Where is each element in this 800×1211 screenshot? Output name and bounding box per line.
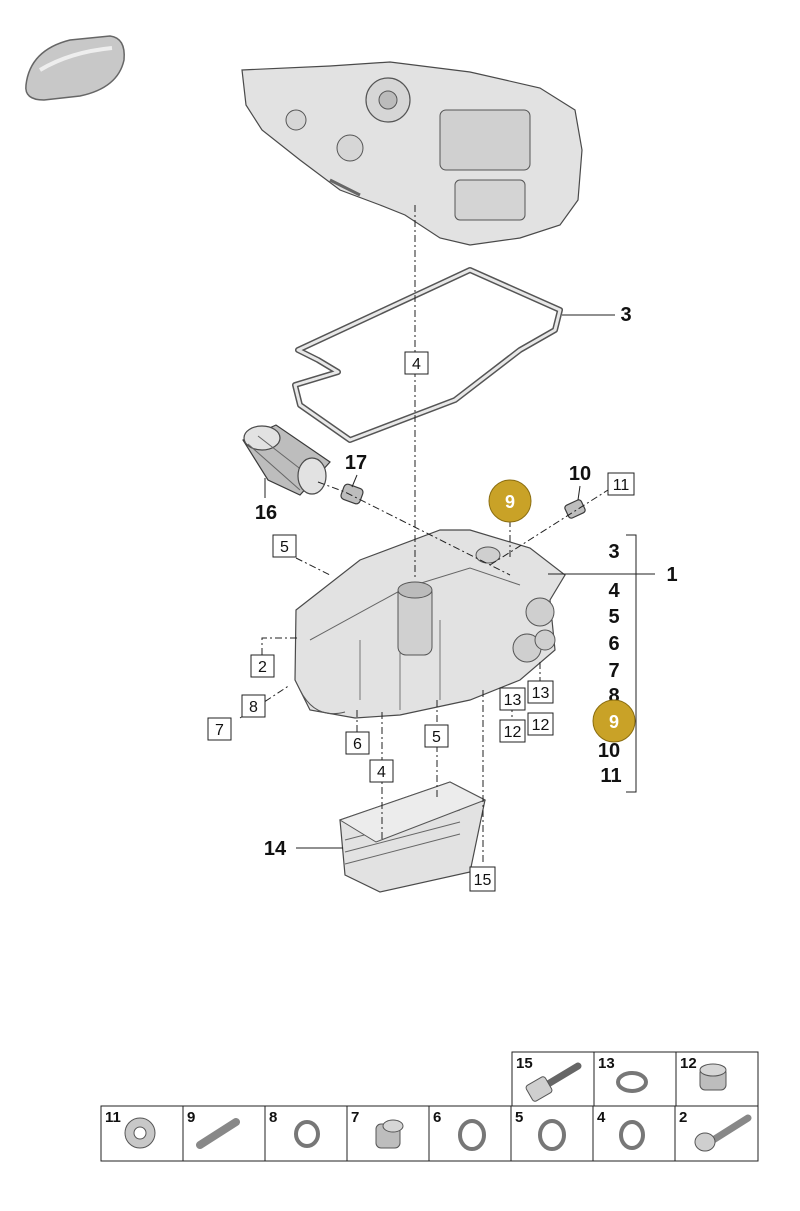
parts-table-cell-5[interactable]: 5 [510,1105,594,1162]
svg-text:8: 8 [249,699,258,716]
callout-box-5-left: 5 [272,534,297,558]
svg-text:8: 8 [269,1109,277,1126]
callout-16: 16 [255,502,277,524]
parts-table-cell-2[interactable]: 2 [674,1105,759,1162]
parts-table-cell-15[interactable]: 15 [511,1051,595,1107]
svg-text:5: 5 [280,539,289,556]
parts-table-cell-9[interactable]: 9 [182,1105,266,1162]
oil-pan-gasket-illustration [292,267,563,443]
list-item: 4 [608,580,620,602]
list-item: 5 [608,606,619,628]
callout-box-4-bottom: 4 [369,759,394,783]
assembly-contents-list: 3 4 5 6 7 8 10 11 [598,541,622,787]
parts-table-cell-6[interactable]: 6 [428,1105,512,1162]
callout-box-8: 8 [241,694,266,718]
svg-text:12: 12 [504,724,522,741]
parts-table-cell-8[interactable]: 8 [264,1105,348,1162]
svg-text:6: 6 [353,736,362,753]
callout-box-15: 15 [469,866,496,892]
oil-cooler-illustration [338,781,487,893]
parts-table-cell-12[interactable]: 12 [675,1051,759,1107]
svg-text:7: 7 [351,1109,359,1126]
parts-table-cell-7[interactable]: 7 [346,1105,430,1162]
callout-box-7: 7 [207,717,232,741]
svg-text:5: 5 [515,1109,523,1126]
svg-text:7: 7 [215,722,224,739]
callout-box-2: 2 [250,654,275,678]
callout-box-11: 11 [607,472,635,496]
svg-text:4: 4 [597,1109,606,1126]
svg-text:11: 11 [105,1109,121,1126]
svg-text:12: 12 [532,717,550,734]
svg-text:11: 11 [613,477,630,494]
callout-box-12-right: 12 [527,712,554,736]
svg-text:2: 2 [258,659,267,676]
list-item: 11 [600,765,621,787]
seal-ring-icon [458,1119,486,1151]
vehicle-thumbnail-icon [25,35,125,101]
callout-box-13-right: 13 [527,680,554,704]
parts-table-cell-4[interactable]: 4 [592,1105,676,1162]
svg-text:6: 6 [433,1109,441,1126]
bolt-icon [694,1114,752,1152]
svg-text:13: 13 [598,1055,615,1072]
oil-filter-illustration [242,424,331,496]
svg-text:13: 13 [504,692,522,709]
engine-block-illustration [241,61,583,246]
callout-14: 14 [264,838,287,860]
seal-ring-icon [616,1071,648,1093]
svg-text:2: 2 [679,1109,687,1126]
callout-1: 1 [666,564,677,586]
callout-box-6: 6 [345,731,370,755]
callout-box-4-top: 4 [404,351,429,375]
plug-screw-icon [375,1119,404,1149]
svg-text:5: 5 [432,729,441,746]
callout-box-5-bottom: 5 [424,724,449,748]
list-item: 8 [608,685,619,707]
svg-text:9: 9 [505,492,515,512]
svg-text:15: 15 [516,1055,533,1072]
parts-table-cell-13[interactable]: 13 [593,1051,677,1107]
screw-plug-illustration [564,499,586,519]
svg-text:13: 13 [532,685,550,702]
highlight-badge-top[interactable]: 9 [488,479,532,523]
list-item: 10 [598,740,620,762]
callouts-boxed: 4 11 5 2 8 7 6 5 [207,351,635,892]
parts-table: 15 13 12 11 [100,1051,759,1162]
svg-text:9: 9 [609,712,619,732]
plug-screw-icon [699,1063,727,1091]
callouts-bold: 3 1 16 17 10 14 [255,304,678,860]
nut-icon [124,1117,156,1149]
svg-text:4: 4 [412,356,421,373]
seal-ring-icon [538,1119,566,1151]
oil-pan-illustration [294,529,566,719]
bolt-icon [525,1062,582,1102]
svg-text:9: 9 [187,1109,195,1126]
pin-icon [196,1118,240,1149]
callout-10: 10 [569,463,591,485]
assembly-center-lines [239,205,655,865]
svg-text:12: 12 [680,1055,697,1072]
callout-box-12-left: 12 [499,719,526,743]
svg-text:15: 15 [474,872,492,889]
parts-table-cell-11[interactable]: 11 [100,1105,184,1162]
callout-3: 3 [620,304,631,326]
callout-box-13-left: 13 [499,687,526,711]
seal-ring-icon [294,1120,320,1148]
list-item: 7 [608,660,619,682]
seal-ring-icon [619,1120,645,1150]
callout-17: 17 [345,452,367,474]
list-item: 6 [608,633,619,655]
highlight-badge-list[interactable]: 9 [592,699,636,743]
svg-text:4: 4 [377,764,386,781]
list-item: 3 [608,541,619,563]
